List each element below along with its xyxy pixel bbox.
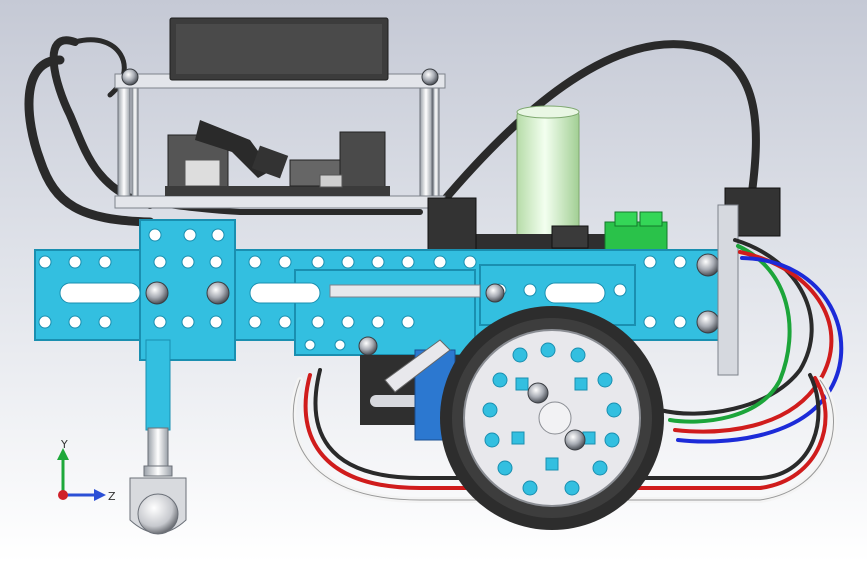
y-arrow-head xyxy=(57,448,69,460)
y-axis-label: Y xyxy=(60,440,68,451)
screw-icon xyxy=(485,283,505,303)
metal-strip xyxy=(329,284,481,298)
screw-icon xyxy=(564,429,586,451)
screw-icon xyxy=(527,382,549,404)
screw-icon xyxy=(121,68,139,86)
screw-icon xyxy=(145,281,169,305)
z-axis-label: Z xyxy=(108,490,116,503)
x-axis-dot xyxy=(58,490,68,500)
screw-icon xyxy=(696,253,720,277)
screw-icon xyxy=(358,336,378,356)
screw-icon xyxy=(696,310,720,334)
caster-ball-icon xyxy=(137,493,179,535)
z-arrow-head xyxy=(94,489,106,501)
cable-junction xyxy=(427,197,477,251)
ultrasonic-cylinder xyxy=(516,105,580,241)
beam-screws xyxy=(121,68,720,356)
screw-icon xyxy=(206,281,230,305)
connector-black xyxy=(551,225,589,249)
rear-caster xyxy=(129,339,187,535)
screw-icon xyxy=(421,68,439,86)
motor-mount-plate xyxy=(717,204,739,376)
lower-cables xyxy=(290,368,837,503)
power-plug xyxy=(195,120,289,179)
controller-board xyxy=(165,131,390,196)
motor-wires xyxy=(658,238,844,444)
orientation-triad: Y Z xyxy=(57,440,116,503)
battery-box xyxy=(169,17,389,81)
drive-wheel xyxy=(440,306,664,530)
